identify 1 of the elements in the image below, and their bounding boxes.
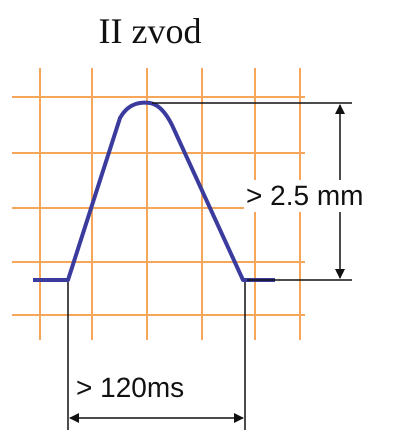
chart-title: II zvod xyxy=(98,10,202,52)
